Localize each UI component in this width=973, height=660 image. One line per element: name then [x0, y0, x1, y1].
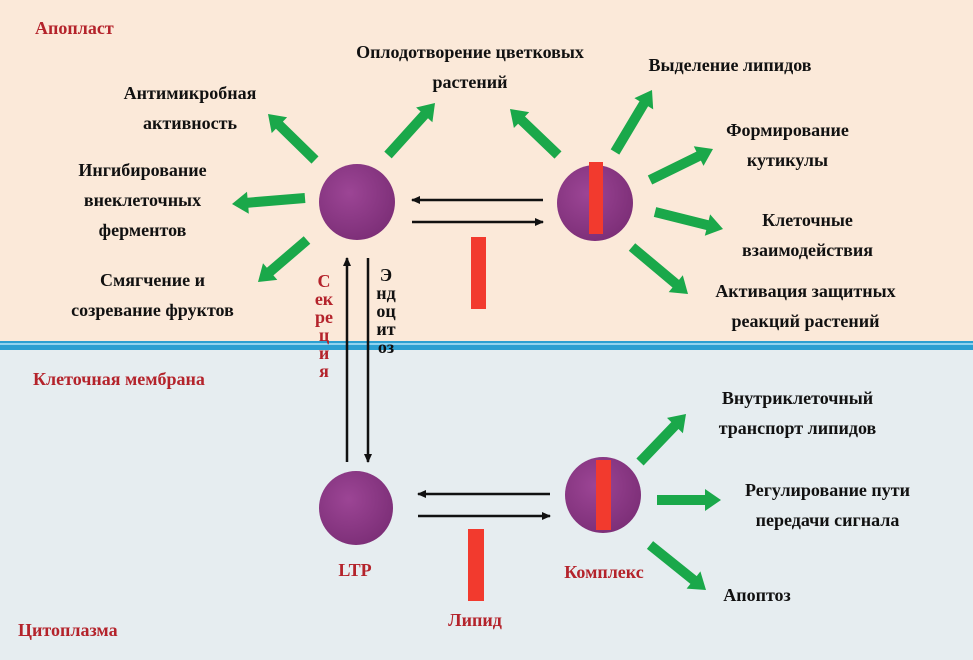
arrow-inhibition — [232, 191, 306, 214]
ltp-cytoplasm-circle — [319, 471, 393, 545]
arrow-cell-interaction — [653, 207, 723, 236]
free-lipid-apoplast — [471, 237, 486, 309]
lipid-secretion-label: Выделение липидов — [648, 55, 812, 75]
apoptosis-label: Апоптоз — [723, 585, 791, 605]
cytoplasm-region — [0, 341, 973, 660]
apoplast-region — [0, 0, 973, 341]
lipid-in-complex-cytoplasm — [596, 460, 611, 530]
fruit-label: Смягчение и созревание фруктов — [71, 270, 234, 320]
arrow-fertilization-complex — [510, 109, 562, 159]
endocytosis-label: Эндоцитоз — [376, 265, 396, 357]
arrow-lipid-transport — [636, 414, 686, 466]
arrow-signaling — [657, 489, 721, 511]
cell-membrane-line — [0, 341, 973, 350]
arrow-cuticle — [647, 146, 713, 185]
secretion-label: Секреция — [314, 271, 334, 381]
arrow-fertilization-ltp — [384, 103, 435, 159]
lipid-transport-label: Внутриклеточный транспорт липидов — [718, 388, 877, 438]
complex-label: Комплекс — [564, 562, 644, 582]
arrow-defense — [628, 243, 688, 294]
cytoplasm-function-arrows — [636, 414, 721, 590]
ltp-apoplast-circle — [319, 164, 395, 240]
membrane-label: Клеточная мембрана — [33, 369, 205, 389]
ltp-function-arrows — [232, 103, 435, 282]
cell-membrane-highlight — [0, 343, 973, 345]
arrow-fruit — [258, 236, 311, 282]
lipid-label: Липид — [448, 610, 502, 630]
arrow-antimicrobial — [268, 114, 319, 164]
cell-interaction-label: Клеточные взаимодействия — [742, 210, 873, 260]
cuticle-label: Формирование кутикулы — [726, 120, 849, 170]
cytoplasm-label: Цитоплазма — [18, 620, 118, 640]
antimicrobial-label: Антимикробная активность — [123, 83, 257, 133]
arrow-apoptosis — [646, 541, 706, 590]
ltp-label: LTP — [338, 560, 372, 580]
free-lipid-cytoplasm — [468, 529, 484, 601]
fertilization-label: Оплодотворение цветковых растений — [356, 42, 584, 92]
signaling-label: Регулирование пути передачи сигнала — [744, 480, 911, 530]
apoplast-label: Апопласт — [35, 18, 114, 38]
inhibition-label: Ингибирование внеклеточных ферментов — [78, 160, 207, 240]
complex-function-arrows — [510, 90, 723, 294]
arrow-lipid-secretion — [610, 90, 654, 155]
defense-label: Активация защитных реакций растений — [715, 281, 896, 331]
lipid-in-complex-apoplast — [589, 162, 603, 234]
